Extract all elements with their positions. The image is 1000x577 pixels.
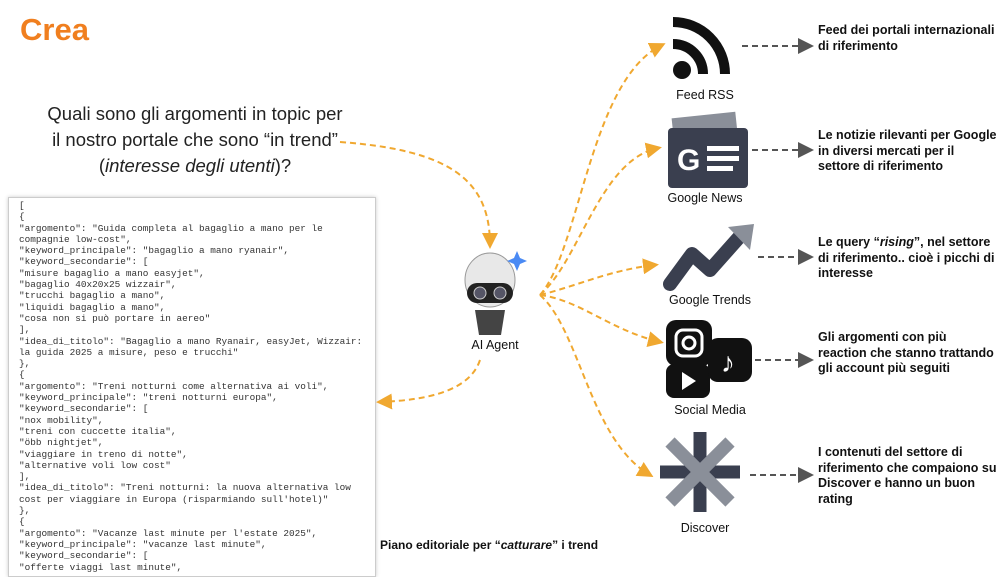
code-line: }, — [19, 358, 31, 370]
desc-part: Le query “ — [818, 235, 880, 249]
arrow-agent-to-rss — [539, 43, 666, 296]
code-line: "viaggiare in treno di notte", — [19, 448, 188, 460]
desc-emphasis: rising — [879, 235, 914, 249]
caption-emphasis: catturare — [500, 538, 553, 552]
code-line: "keyword_principale": "treni notturni eu… — [19, 392, 278, 404]
code-line: }, — [19, 505, 31, 517]
question-emphasis: interesse degli utenti — [105, 155, 275, 176]
source-label-google-news: Google News — [667, 191, 743, 205]
slide-title: Crea — [20, 12, 89, 47]
google-trends-icon — [663, 224, 754, 291]
desc-discover: I contenuti del settore di riferimento c… — [818, 445, 997, 506]
question-part: Quali sono gli argomenti in topic per il… — [47, 103, 343, 176]
code-line: "argomento": "Guida completa al bagaglio… — [19, 222, 323, 234]
code-caption: Piano editoriale per “catturare” i trend — [380, 538, 598, 552]
agent-label: AI Agent — [471, 338, 519, 352]
code-line: ], — [19, 324, 31, 336]
desc-part: ”, nel settore di riferimento.. cioè i p… — [818, 235, 995, 280]
code-line: [ — [19, 200, 25, 211]
code-line: "keyword_principale": "vacanze last minu… — [19, 538, 267, 550]
code-line: { — [19, 516, 25, 528]
arrow-agent-to-discover — [539, 294, 654, 478]
code-line: "bagaglio 40x20x25 wizzair", — [19, 279, 177, 291]
code-line: "alternative voli low cost" — [19, 459, 171, 471]
caption-part: ” i trend — [552, 538, 599, 552]
source-label-rss: Feed RSS — [676, 88, 734, 102]
code-line: ], — [19, 471, 31, 483]
code-line: { — [19, 369, 25, 381]
json-code-panel: [{"argomento": "Guida completa al bagagl… — [8, 197, 376, 577]
code-line: "argomento": "Vacanze last minute per l'… — [19, 527, 318, 539]
desc-google-trends: Le query “rising”, nel settore di riferi… — [818, 235, 998, 282]
code-line: "treni con cuccette italia", — [19, 425, 177, 437]
arrow-agent-to-json — [376, 359, 481, 410]
source-label-discover: Discover — [680, 521, 730, 535]
code-line: "keyword_secondarie": [ — [19, 256, 149, 268]
code-line: cost per viaggiare in Europa (risparmian… — [19, 493, 329, 505]
code-line: "cosa non si può portare in aereo" — [19, 312, 211, 324]
source-label-social-media: Social Media — [674, 403, 746, 417]
code-line: "keyword_secondarie": [ — [19, 550, 149, 562]
code-line: "öbb nightjet", — [19, 437, 104, 449]
code-line: "liquidi bagaglio a mano", — [19, 301, 166, 313]
desc-rss: Feed dei portali internazionali di rifer… — [818, 23, 995, 53]
code-line: "argomento": "Treni notturni come altern… — [19, 380, 329, 392]
source-label-google-trends: Google Trends — [669, 293, 751, 307]
code-line: compagnie low-cost", — [19, 233, 132, 245]
code-line: "offerte viaggi last minute", — [19, 561, 183, 573]
robot-icon — [464, 251, 527, 335]
rss-icon — [672, 17, 730, 79]
code-line: "keyword_principale": "bagaglio a mano r… — [19, 245, 290, 257]
code-line: { — [19, 211, 25, 223]
question-part: )? — [274, 155, 292, 176]
arrow-agent-to-social — [539, 294, 664, 347]
code-line: "nox mobility", — [19, 414, 104, 426]
code-line: "trucchi bagaglio a mano", — [19, 290, 166, 302]
code-line: "keyword_secondarie": [ — [19, 403, 149, 415]
google-news-icon: G — [668, 111, 748, 188]
arrows — [339, 38, 814, 483]
arrow-agent-to-trends — [539, 258, 659, 296]
arrow-question-to-agent — [339, 141, 498, 249]
code-line: "idea_di_titolo": "Treni notturni: la nu… — [19, 482, 351, 494]
code-line: la guida 2025 a misure, peso e trucchi" — [19, 346, 239, 358]
svg-text:G: G — [677, 144, 700, 177]
social-media-icon: ♪ — [666, 320, 752, 398]
desc-google-news: Le notizie rilevanti per Google in diver… — [818, 128, 997, 173]
question-text: Quali sono gli argomenti in topic per il… — [45, 101, 345, 179]
code-line: "idea_di_titolo": "Bagaglio a mano Ryana… — [19, 335, 363, 347]
arrow-agent-to-news — [539, 142, 662, 296]
svg-text:♪: ♪ — [721, 347, 735, 378]
code-line: "misure bagaglio a mano easyjet", — [19, 267, 205, 279]
discover-icon — [660, 432, 740, 512]
caption-part: Piano editoriale per “ — [380, 538, 501, 552]
desc-social-media: Gli argomenti con più reaction che stann… — [818, 330, 994, 375]
